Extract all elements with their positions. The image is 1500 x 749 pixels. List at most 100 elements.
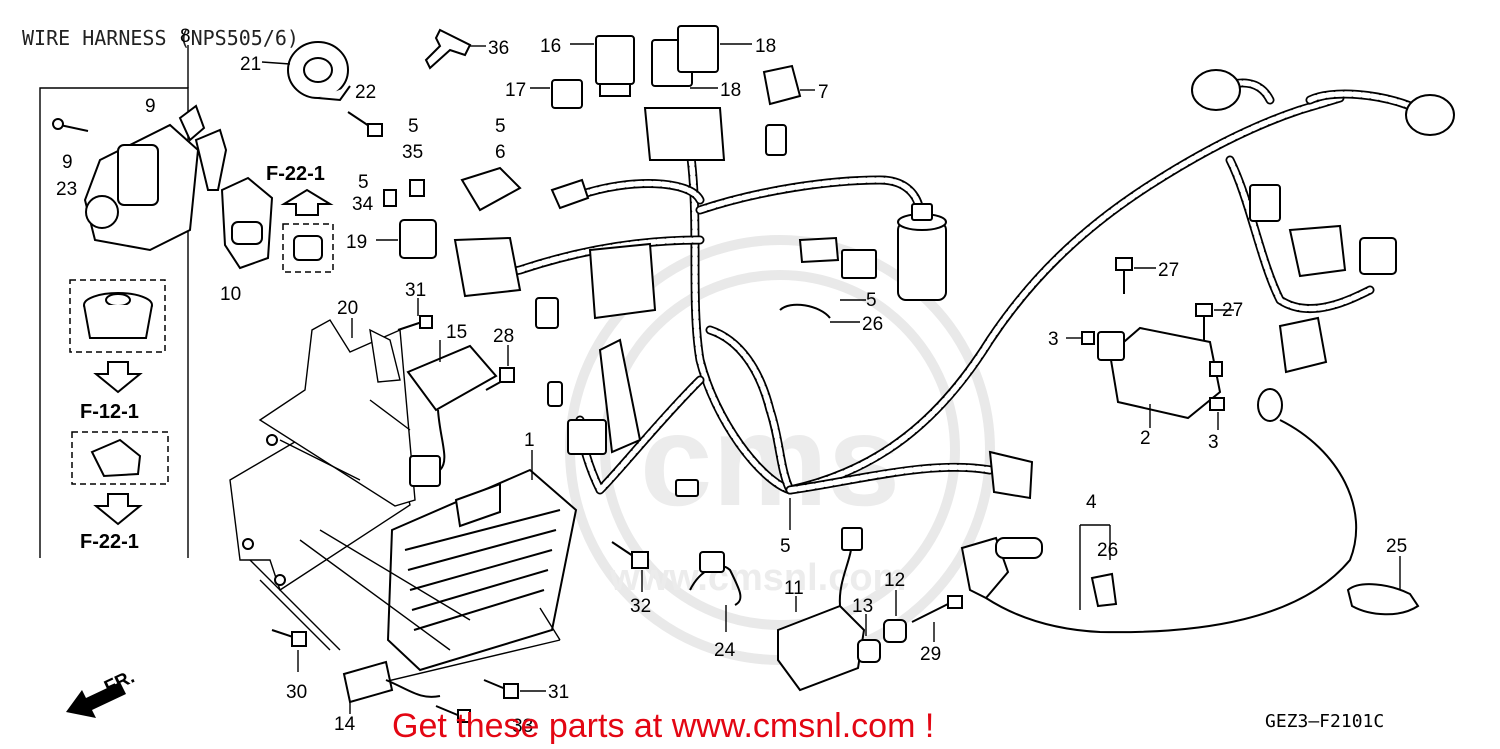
callout-30[interactable]: 30 (286, 682, 307, 703)
callout-10[interactable]: 10 (220, 284, 241, 305)
callout-22[interactable]: 22 (355, 82, 376, 103)
clamp-26-bottom[interactable] (1090, 572, 1118, 608)
regulator-15[interactable] (406, 344, 498, 487)
front-direction-arrow (66, 682, 126, 718)
callout-5-harness[interactable]: 5 (780, 536, 791, 557)
connector-35[interactable] (409, 179, 425, 197)
callout-2[interactable]: 2 (1140, 428, 1151, 449)
wire-harness-5[interactable] (465, 78, 1425, 495)
callout-29[interactable]: 29 (920, 644, 941, 665)
callout-11[interactable]: 11 (784, 578, 804, 599)
callout-7[interactable]: 7 (818, 82, 829, 103)
bolt-31-bottom[interactable] (483, 679, 519, 699)
nut-3-left[interactable] (1081, 331, 1095, 345)
panel-20[interactable] (229, 319, 416, 592)
bracket-10[interactable] (220, 176, 274, 270)
bolt-22[interactable] (347, 111, 383, 137)
detail-grommet (282, 223, 334, 273)
callout-18-mid[interactable]: 18 (720, 80, 741, 101)
callout-28[interactable]: 28 (493, 326, 514, 347)
diagram-code: GEZ3—F2101C (1265, 711, 1384, 732)
spark-plug-cap[interactable] (960, 388, 1358, 634)
callout-18-top[interactable]: 18 (755, 36, 776, 57)
detail-cover-a (69, 279, 166, 353)
callout-34[interactable]: 34 (352, 194, 374, 215)
condenser[interactable] (897, 203, 947, 301)
callout-5-c[interactable]: 5 (495, 116, 506, 137)
callout-12[interactable]: 12 (884, 570, 905, 591)
callout-1[interactable]: 1 (524, 430, 535, 451)
arrow-down-1 (93, 361, 143, 394)
callout-15[interactable]: 15 (446, 322, 467, 343)
ignition-switch[interactable] (83, 104, 228, 252)
callout-9-left[interactable]: 9 (62, 152, 73, 173)
bolt-32[interactable] (611, 541, 649, 569)
callout-32[interactable]: 32 (630, 596, 651, 617)
callout-9-top[interactable]: 9 (145, 96, 156, 117)
connector-7[interactable] (762, 64, 802, 106)
promo-link[interactable]: Get these parts at www.cmsnl.com ! (392, 707, 934, 745)
callout-3-right[interactable]: 3 (1208, 432, 1219, 453)
callout-4[interactable]: 4 (1086, 492, 1097, 513)
callout-31-top[interactable]: 31 (405, 280, 426, 301)
ref-f-22-1-bottom[interactable]: F-22-1 (80, 531, 139, 553)
clamp-25[interactable] (1346, 583, 1420, 616)
callout-36[interactable]: 36 (488, 38, 509, 59)
ref-f-12-1[interactable]: F-12-1 (80, 401, 139, 423)
callout-25[interactable]: 25 (1386, 536, 1407, 557)
callout-24[interactable]: 24 (714, 640, 736, 661)
bracket-6[interactable] (460, 166, 522, 212)
callout-19[interactable]: 19 (346, 232, 367, 253)
callout-5-a[interactable]: 5 (408, 116, 419, 137)
fuse-17[interactable] (551, 79, 583, 109)
callout-21[interactable]: 21 (240, 54, 261, 75)
bolt-33[interactable] (435, 705, 471, 723)
detail-cover-b (71, 431, 169, 485)
callout-5-d[interactable]: 5 (866, 290, 877, 311)
callout-5-b[interactable]: 5 (358, 172, 369, 193)
callout-26-top[interactable]: 26 (862, 314, 883, 335)
sub-harness-24[interactable] (689, 551, 742, 606)
bolt-27-top[interactable] (1115, 257, 1133, 294)
callout-20[interactable]: 20 (337, 298, 358, 319)
clamp-14[interactable] (342, 660, 441, 704)
harness-connectors[interactable] (453, 69, 1455, 500)
bolt-27-right[interactable] (1195, 303, 1213, 340)
callout-16[interactable]: 16 (540, 36, 561, 57)
horn-21[interactable] (287, 41, 351, 102)
callout-27-right[interactable]: 27 (1222, 300, 1243, 321)
callout-31-bottom[interactable]: 31 (548, 682, 569, 703)
callout-17[interactable]: 17 (505, 80, 526, 101)
connector-34[interactable] (383, 189, 397, 207)
callout-23[interactable]: 23 (56, 179, 77, 200)
relay-19[interactable] (399, 219, 437, 259)
callout-26-bottom[interactable]: 26 (1097, 540, 1118, 561)
callout-33[interactable]: 33 (512, 716, 533, 737)
callout-27-top[interactable]: 27 (1158, 260, 1179, 281)
kit-bracket (39, 45, 189, 558)
callout-35[interactable]: 35 (402, 142, 423, 163)
key-36[interactable] (424, 28, 472, 70)
bolt-28[interactable] (485, 367, 515, 391)
grommet-13[interactable] (857, 639, 881, 663)
screw-9[interactable] (52, 118, 89, 132)
grommet-12[interactable] (883, 619, 907, 643)
unit-11[interactable] (777, 527, 866, 692)
callout-3-left[interactable]: 3 (1048, 329, 1059, 350)
nut-3-right[interactable] (1209, 397, 1225, 411)
relay-18-b[interactable] (677, 25, 719, 73)
clamp-26-top[interactable] (779, 303, 831, 319)
bolt-31-top[interactable] (397, 315, 433, 331)
bolt-29[interactable] (911, 595, 963, 623)
callout-8[interactable]: 8 (180, 26, 191, 47)
callout-14[interactable]: 14 (334, 714, 356, 735)
relay-16[interactable] (595, 35, 635, 97)
ref-f-22-1-top[interactable]: F-22-1 (266, 163, 325, 185)
bolt-30[interactable] (271, 629, 307, 647)
arrow-down-2 (93, 493, 143, 526)
callout-6[interactable]: 6 (495, 142, 506, 163)
ecu-1[interactable] (386, 468, 578, 672)
callout-13[interactable]: 13 (852, 596, 873, 617)
ignition-coil-2[interactable] (1097, 326, 1223, 420)
